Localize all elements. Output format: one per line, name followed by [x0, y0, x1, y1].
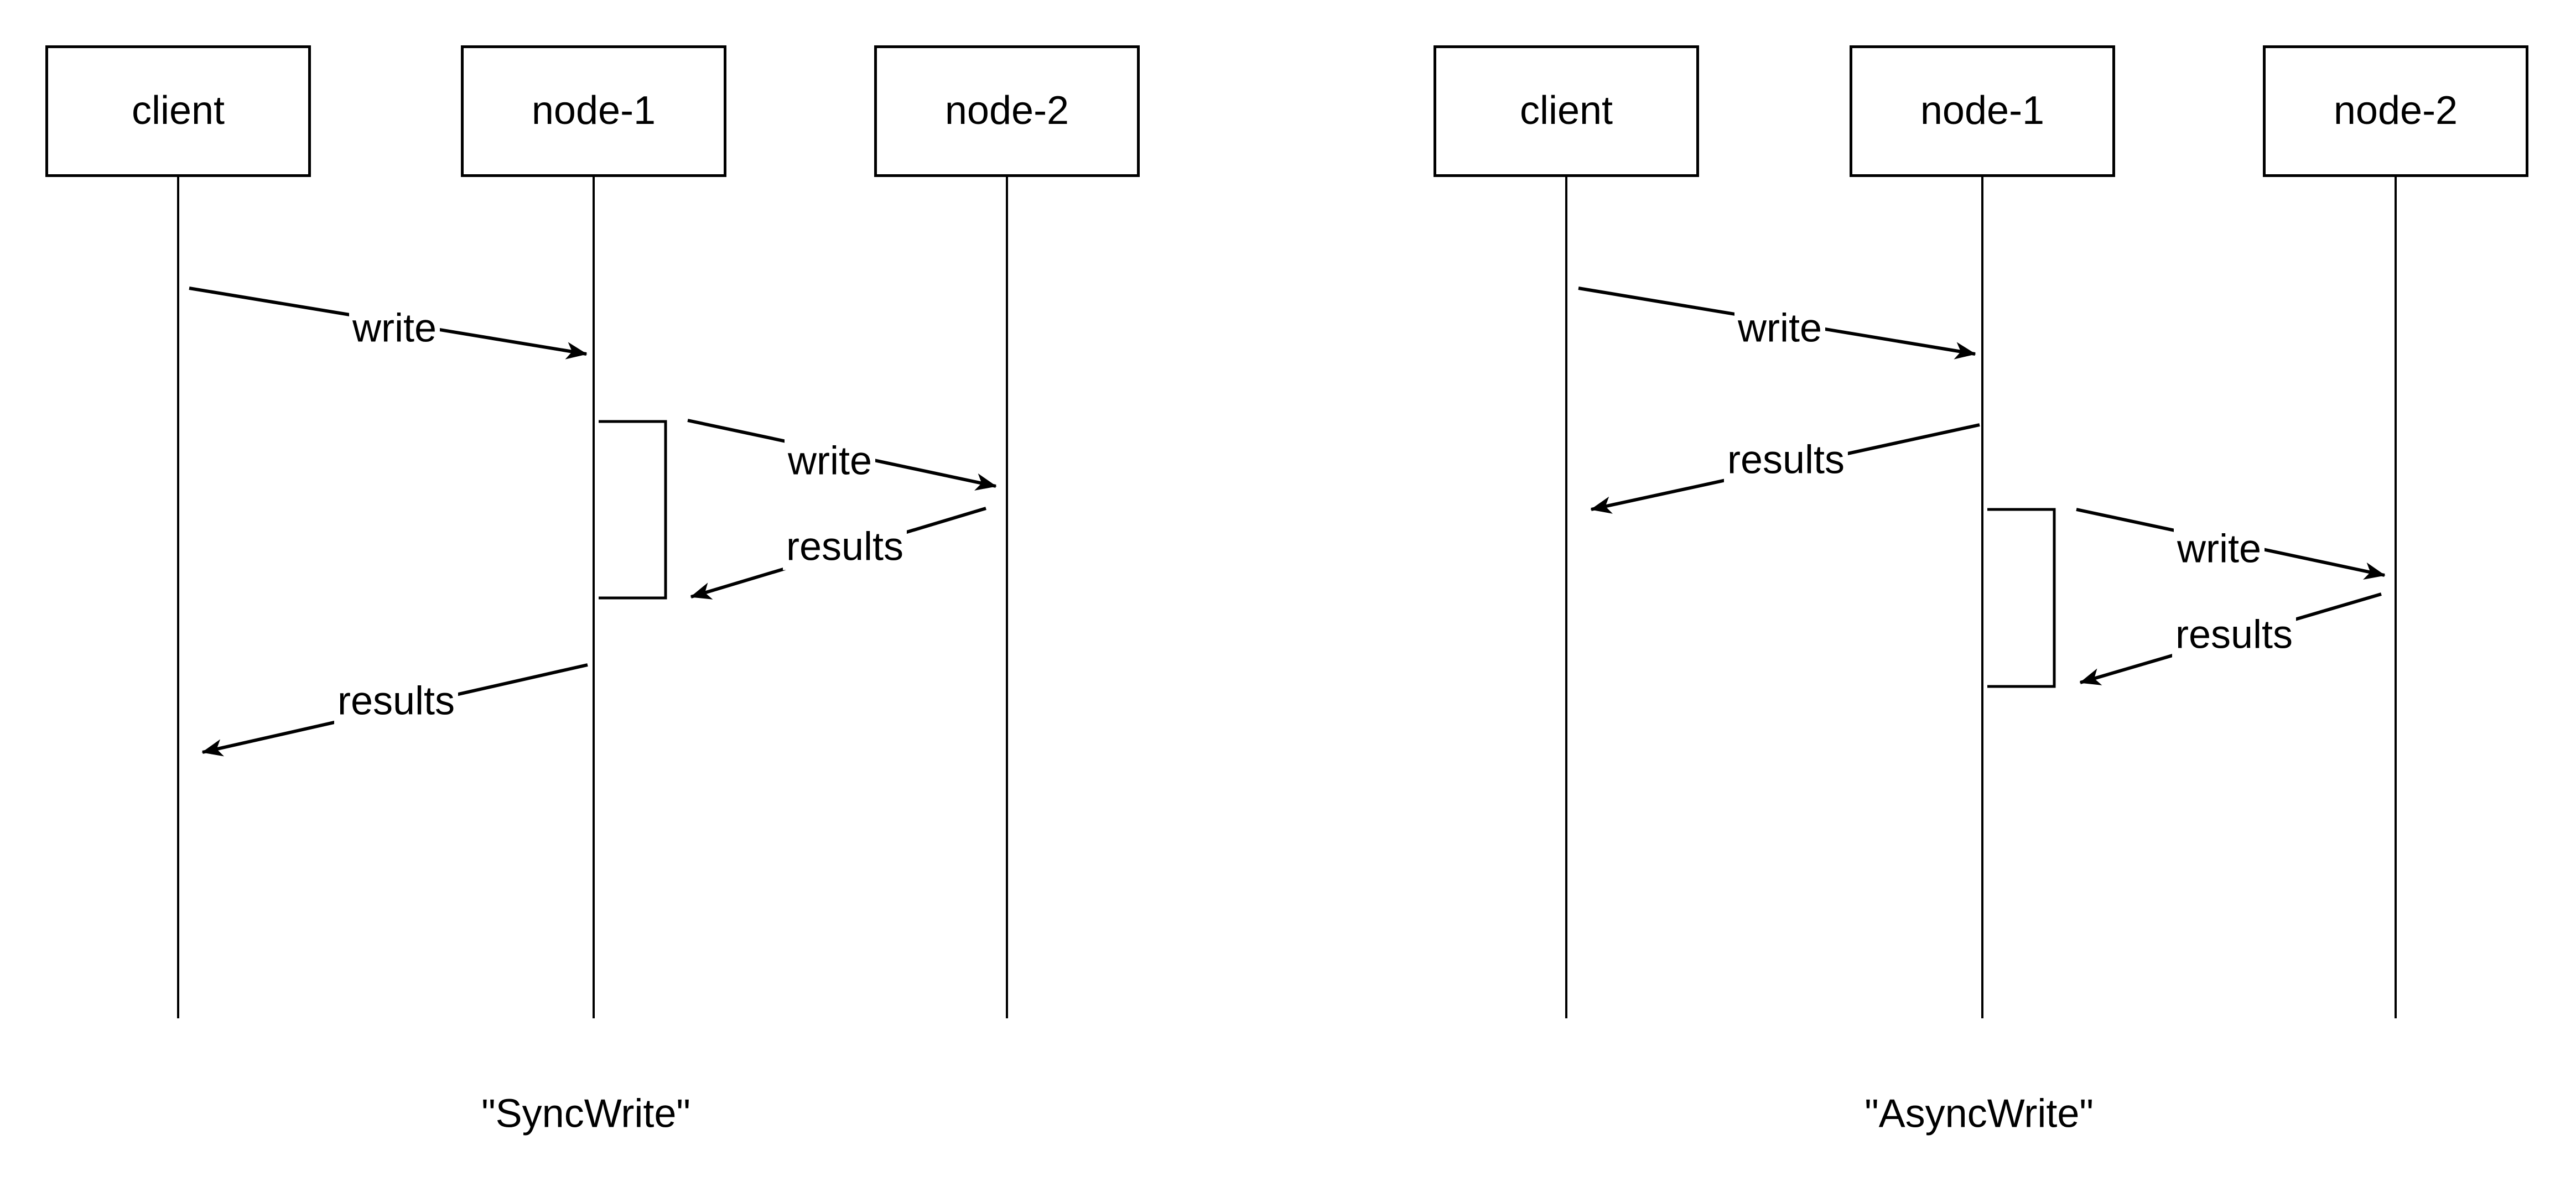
- syncwrite-diagram: [177, 177, 1008, 1018]
- actor-label: node-2: [944, 89, 1069, 133]
- actor-label: client: [131, 89, 225, 133]
- message-label-results-1: results: [1723, 437, 1848, 483]
- asyncwrite-diagram: [1565, 177, 2397, 1018]
- activation-bracket-node1: [1987, 508, 2056, 688]
- actor-box-client: client: [45, 45, 311, 177]
- actor-label: node-2: [2333, 89, 2458, 133]
- actor-box-node1: node-1: [461, 45, 726, 177]
- activation-bracket-node1: [599, 420, 667, 600]
- actor-label: node-1: [531, 89, 656, 133]
- actor-label: client: [1519, 89, 1613, 133]
- actor-box-node2: node-2: [874, 45, 1140, 177]
- caption-asyncwrite: "AsyncWrite": [1865, 1091, 2094, 1136]
- actor-box-node1: node-1: [1850, 45, 2115, 177]
- caption-syncwrite: "SyncWrite": [481, 1091, 690, 1136]
- message-label-results-2: results: [2172, 612, 2297, 658]
- message-label-results-1: results: [782, 524, 907, 570]
- message-label-results-2: results: [334, 678, 459, 725]
- message-label-write-2: write: [2173, 526, 2265, 573]
- actor-label: node-1: [1920, 89, 2045, 133]
- message-label-write-2: write: [784, 438, 876, 485]
- message-label-write-1: write: [349, 305, 440, 352]
- actor-box-client: client: [1434, 45, 1699, 177]
- message-label-write-1: write: [1734, 305, 1826, 352]
- actor-box-node2: node-2: [2263, 45, 2528, 177]
